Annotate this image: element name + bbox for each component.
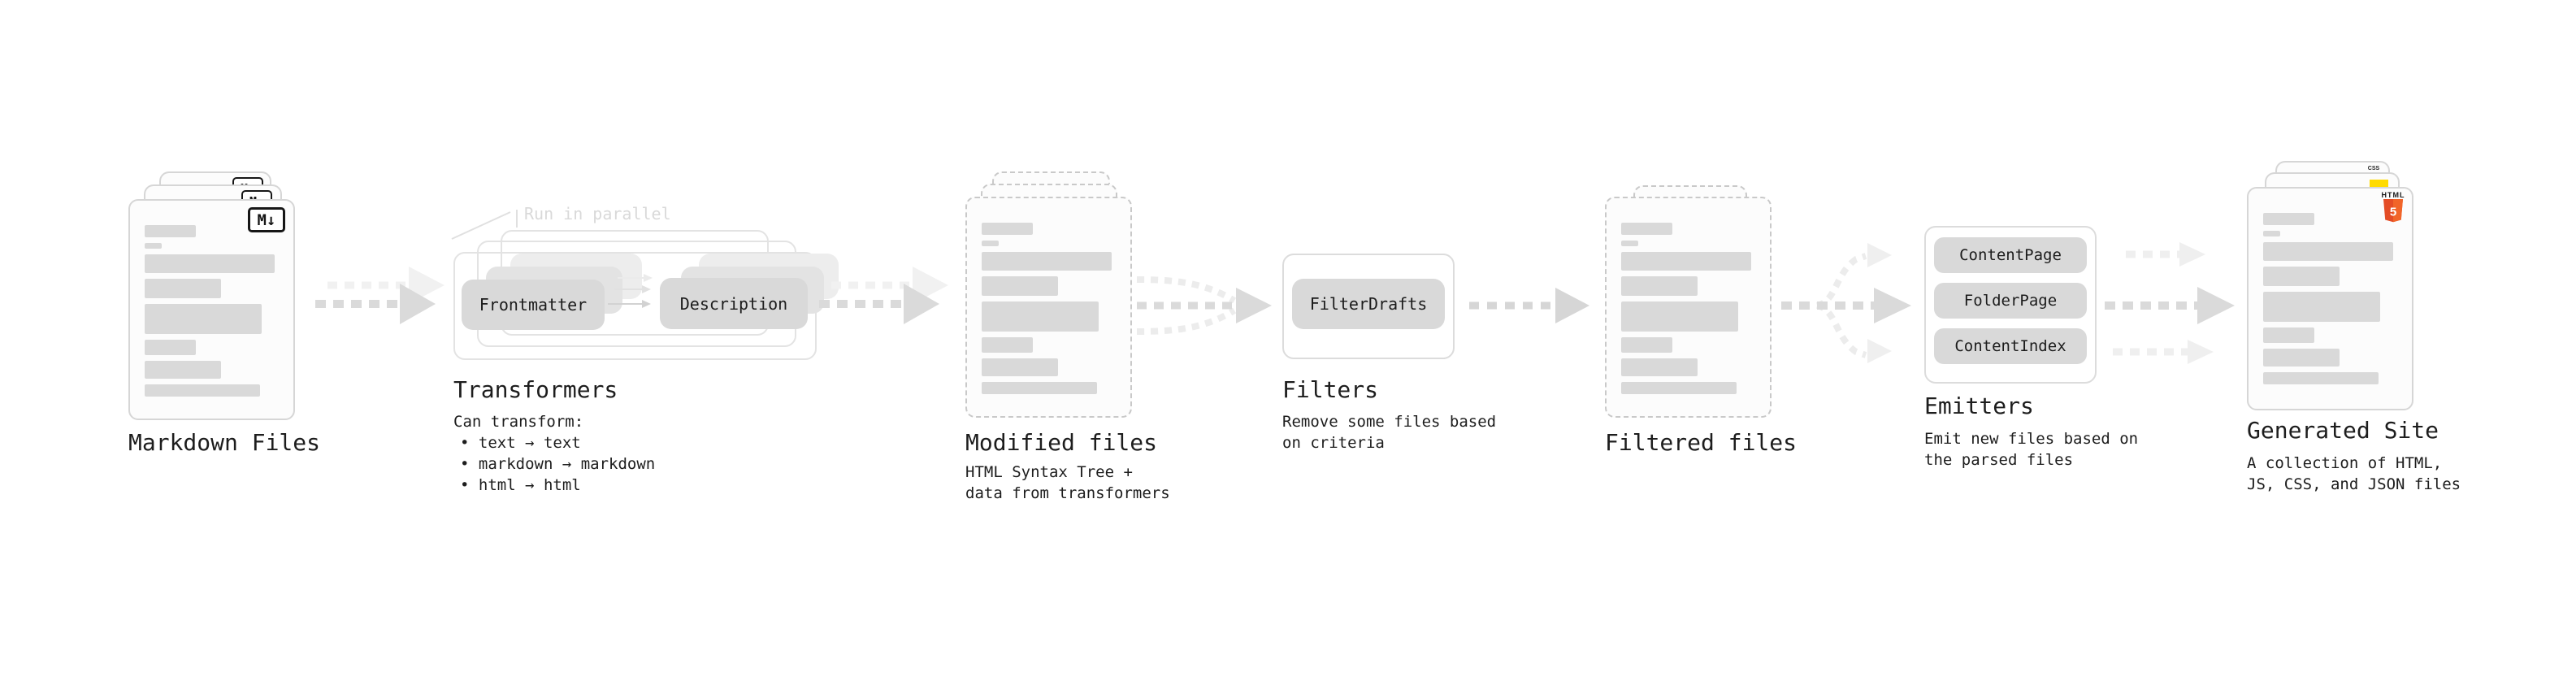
svg-text:5: 5 <box>2390 206 2396 219</box>
desc-line: Emit new files based on <box>1924 430 2139 448</box>
arrow-emitters-to-site <box>2105 242 2235 364</box>
contentpage-pill: ContentPage <box>1934 237 2087 273</box>
run-in-parallel-note: Run in parallel <box>524 204 671 223</box>
html-file-card: HTML 5 <box>2247 187 2413 410</box>
arrow-markdown-to-transformers <box>315 267 445 324</box>
filters-label: Filters <box>1282 376 1379 403</box>
desc-line: A collection of HTML, <box>2247 454 2443 472</box>
modified-files-description: HTML Syntax Tree + data from transformer… <box>965 462 1170 504</box>
filters-group <box>1282 254 1455 359</box>
html5-icon: HTML 5 <box>2381 191 2405 226</box>
arrow-transformers-to-modified <box>819 267 948 324</box>
emitters-group <box>1924 226 2097 384</box>
document-placeholder-text <box>1621 223 1755 394</box>
css-icon-text: CSS <box>2367 166 2380 171</box>
modified-files-label: Modified files <box>965 429 1158 456</box>
markdown-icon: M↓ <box>248 207 285 232</box>
transform-bullet: • markdown → markdown <box>460 455 656 473</box>
description-pill: Description <box>660 278 808 329</box>
transformers-label: Transformers <box>453 376 618 403</box>
folderpage-pill: FolderPage <box>1934 283 2087 319</box>
document-placeholder-text <box>145 225 279 397</box>
desc-line: the parsed files <box>1924 451 2074 469</box>
desc-line: HTML Syntax Tree + <box>965 463 1133 481</box>
document-placeholder-text <box>982 223 1116 394</box>
desc-line: Remove some files based <box>1282 413 1497 431</box>
generated-site-description: A collection of HTML, JS, CSS, and JSON … <box>2247 453 2461 495</box>
contentindex-pill: ContentIndex <box>1934 328 2087 364</box>
arrow-modified-to-filters <box>1136 276 1272 335</box>
html5-icon-text: HTML <box>2381 191 2405 199</box>
emitters-label: Emitters <box>1924 393 2034 419</box>
transform-bullet: • text → text <box>460 434 581 452</box>
filterdrafts-pill: FilterDrafts <box>1292 279 1445 329</box>
arrow-filters-to-filtered <box>1469 288 1589 323</box>
desc-line: data from transformers <box>965 484 1170 502</box>
transform-bullet: • html → html <box>460 476 581 494</box>
frontmatter-pill: Frontmatter <box>462 280 605 330</box>
markdown-files-label: Markdown Files <box>128 429 321 456</box>
arrow-filtered-to-emitters <box>1781 243 1911 363</box>
desc-line: JS, CSS, and JSON files <box>2247 475 2461 493</box>
pill-flow-arrows <box>608 274 653 308</box>
note-leader-line <box>451 210 518 240</box>
emitters-description: Emit new files based on the parsed files <box>1924 428 2138 471</box>
filtered-file-card <box>1605 197 1772 418</box>
can-transform-heading: Can transform: <box>453 413 584 431</box>
filters-description: Remove some files based on criteria <box>1282 411 1496 453</box>
document-placeholder-text <box>2263 213 2397 384</box>
markdown-file-card: M↓ <box>128 199 295 420</box>
desc-line: on criteria <box>1282 434 1385 452</box>
html5-shield: 5 <box>2383 199 2403 223</box>
filtered-files-label: Filtered files <box>1605 429 1798 456</box>
modified-file-card <box>965 197 1132 418</box>
generated-site-label: Generated Site <box>2247 417 2439 444</box>
transformers-description: Can transform: • text → text • markdown … <box>453 411 655 496</box>
